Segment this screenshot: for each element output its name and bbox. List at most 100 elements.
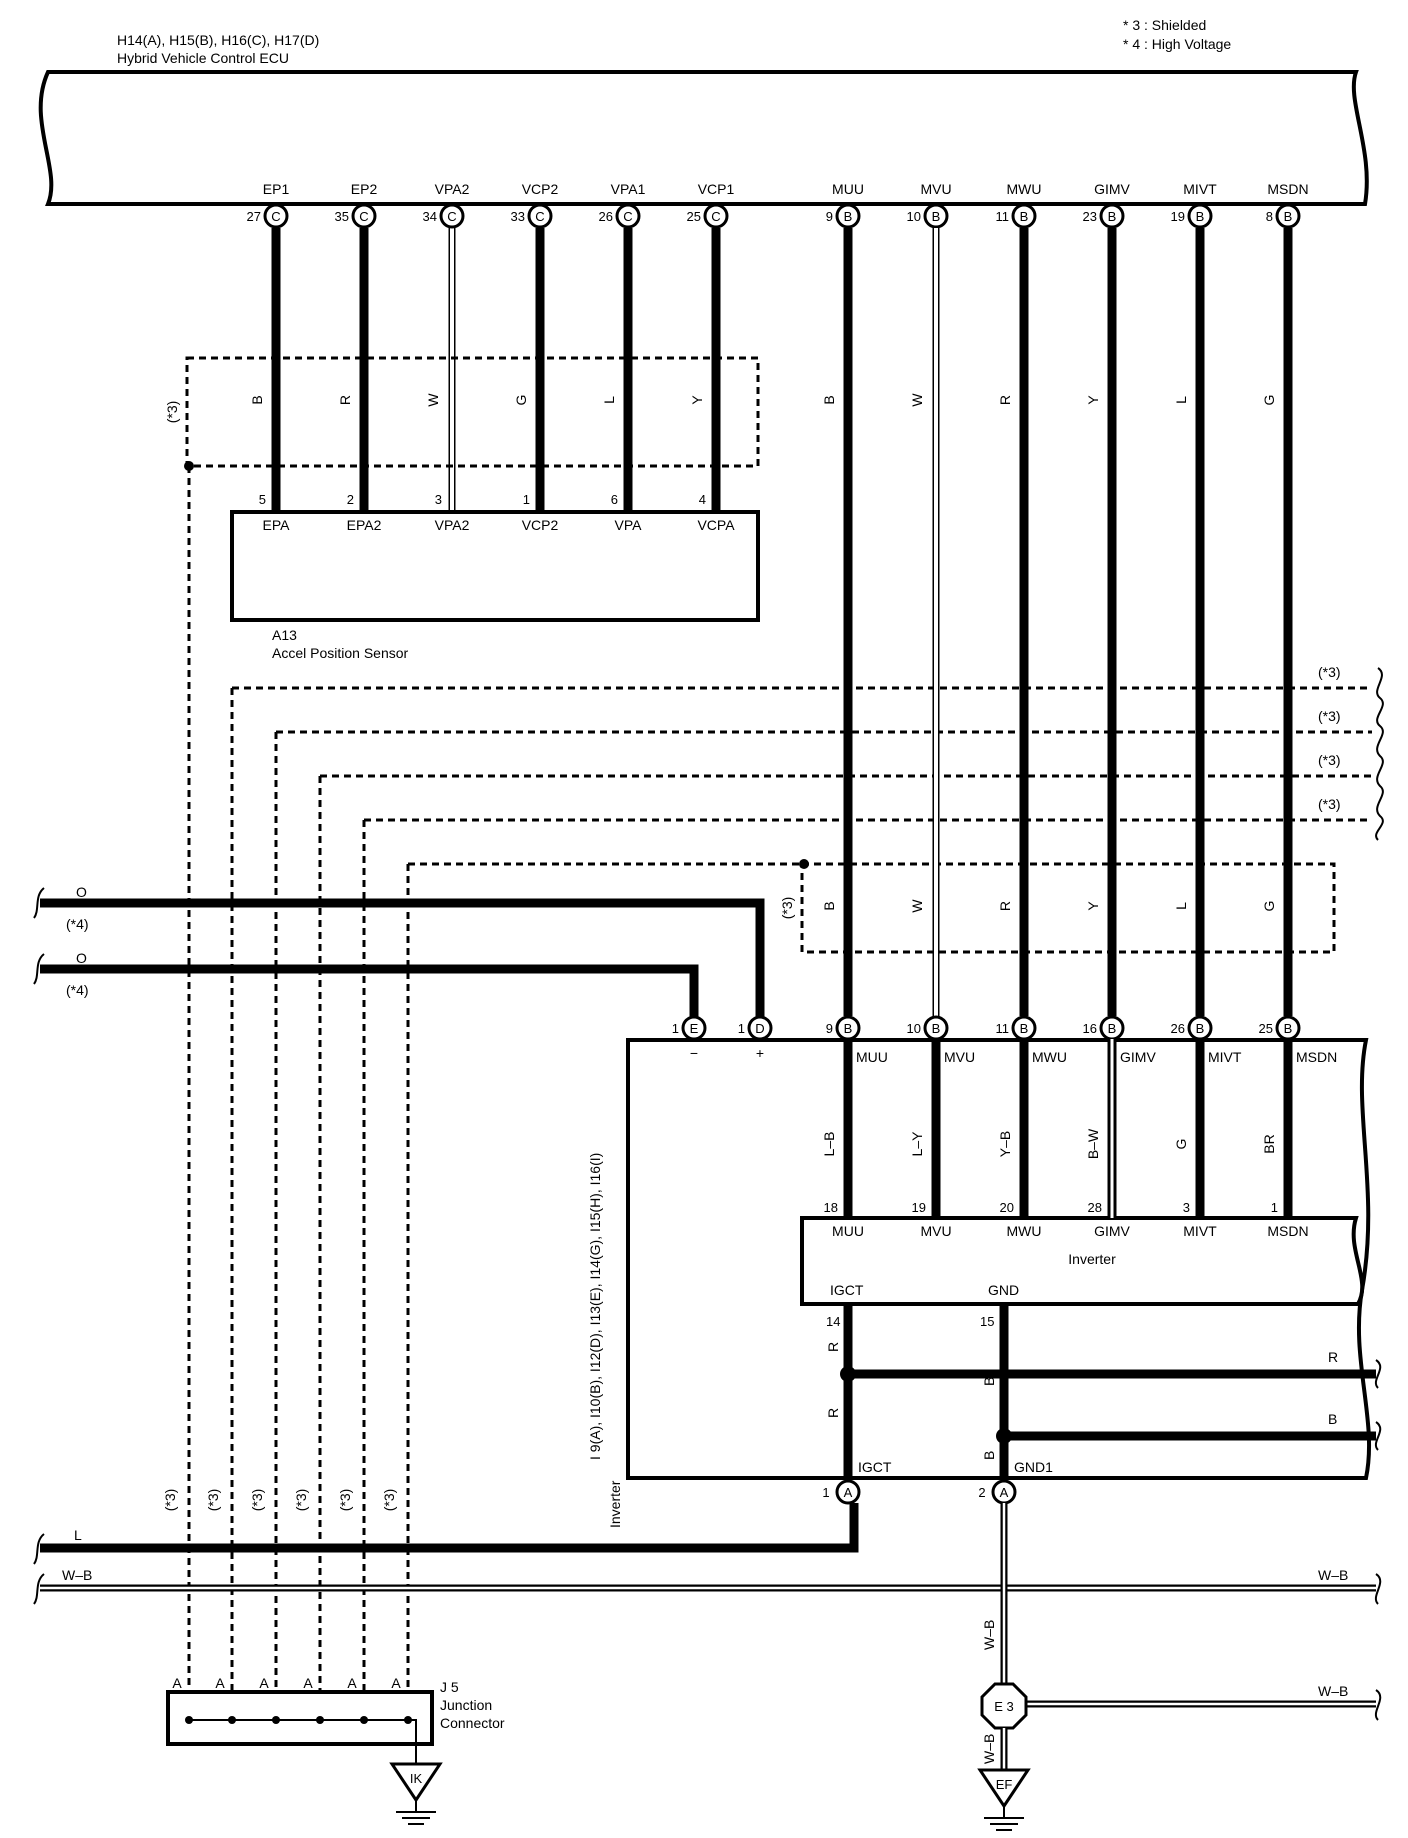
sensor-pin-number: 4 (699, 492, 706, 507)
j5-pin-label: A (259, 1675, 269, 1691)
j5-pin-label: A (391, 1675, 401, 1691)
wire-color-label: B (821, 395, 837, 404)
wb-bus-label-left: W–B (62, 1567, 92, 1583)
wire-color-label: R (997, 395, 1013, 405)
harness-pin-name: MVU (944, 1049, 975, 1065)
drain-shield-mark: (*3) (381, 1489, 397, 1512)
hv-wire-negative (40, 964, 699, 1028)
connector-pin (263, 203, 289, 229)
inverter-gnd-num: 15 (980, 1314, 994, 1329)
wire-color-label: L–B (821, 1132, 837, 1157)
connector-pin-letter: B (1020, 1021, 1029, 1036)
j5-name-1: Junction (440, 1697, 492, 1713)
shield-mark-2: (*3) (1318, 708, 1341, 724)
connector-pin-letter: C (271, 209, 280, 224)
connector-pin (703, 203, 729, 229)
sensor-id: A13 (272, 627, 297, 643)
harness-pin-name: MIVT (1208, 1049, 1242, 1065)
l-wire (40, 1503, 859, 1553)
connector-pin-name: MWU (1007, 181, 1042, 197)
connector-pin-name: VPA1 (611, 181, 646, 197)
shield-break-mark (1375, 667, 1384, 841)
ik-ground-label: IK (410, 1771, 423, 1786)
wb-break-left (33, 1573, 45, 1605)
connector-pin-name: VCP1 (698, 181, 735, 197)
gnd-wire-label-bottom: B (981, 1451, 997, 1460)
connector-pin-number: 25 (1259, 1021, 1273, 1036)
igct-wire-label-bottom: R (825, 1408, 841, 1418)
inverter-pin-number: 28 (1088, 1200, 1102, 1215)
connector-pin-letter: B (1108, 1021, 1117, 1036)
connector-pin-number: 25 (687, 209, 701, 224)
harness-igct-conn: A (844, 1485, 853, 1500)
connector-pin (923, 203, 949, 229)
wire-color-label: L (601, 396, 617, 404)
inverter-pin-number: 20 (1000, 1200, 1014, 1215)
wire-color-label: BR (1261, 1134, 1277, 1153)
connector-pin-name: MSDN (1267, 181, 1308, 197)
connector-pin-name: MVU (920, 181, 951, 197)
connector-pin-letter: E (690, 1021, 699, 1036)
connector-pin-number: 8 (1266, 209, 1273, 224)
drain-shield-mark: (*3) (249, 1489, 265, 1512)
j5-pin-dot (316, 1716, 324, 1724)
connector-pin-letter: B (1196, 1021, 1205, 1036)
hv-mark-2: (*4) (66, 982, 89, 998)
connector-pin-name: EP2 (351, 181, 378, 197)
ef-wire-label: W–B (981, 1734, 997, 1764)
connector-pin-letter: B (1284, 209, 1293, 224)
ecu-connector-list: H14(A), H15(B), H16(C), H17(D) (117, 32, 319, 48)
shield-mark-4: (*3) (1318, 796, 1341, 812)
inverter-pin-name: MIVT (1183, 1223, 1217, 1239)
inverter-box (800, 1216, 1365, 1306)
hv-wire-color-1: O (76, 884, 87, 900)
wire-color-label: Y–B (997, 1131, 1013, 1157)
wire-color-label: B–W (1085, 1128, 1101, 1159)
drain-shield-mark: (*3) (337, 1489, 353, 1512)
sensor-shield-mark: (*3) (164, 401, 180, 424)
wire-color-label: L–Y (909, 1131, 925, 1157)
shield-mark-3: (*3) (1318, 752, 1341, 768)
inverter-gnd-name: GND (988, 1282, 1019, 1298)
wire-color-label: G (1261, 901, 1277, 912)
harness-gnd1-pin: A 2 (978, 1479, 1017, 1505)
harness-igct-name: IGCT (858, 1459, 892, 1475)
connector-pin-letter: C (447, 209, 456, 224)
shield-run-group: (*3) (*3) (*3) (*3) (232, 664, 1384, 866)
hv-break-mark-1 (33, 887, 45, 919)
drain-shield-mark: (*3) (205, 1489, 221, 1512)
r-break-mark (1375, 1359, 1382, 1389)
connector-pin-letter: D (755, 1021, 764, 1036)
inverter-pin-name: MWU (1007, 1223, 1042, 1239)
wire-color-label: W (909, 899, 925, 913)
drain-shield-mark: (*3) (293, 1489, 309, 1512)
wire-color-label: R (337, 395, 353, 405)
legend-shielded: * 3 : Shielded (1123, 17, 1206, 33)
e3-splice (980, 1682, 1028, 1730)
connector-pin-letter: C (359, 209, 368, 224)
accel-position-sensor-box (230, 510, 760, 622)
connector-pin-name: GIMV (1094, 181, 1130, 197)
wire-color-label: Y (1085, 395, 1101, 405)
connector-pin-letter: B (1108, 209, 1117, 224)
connector-pin-letter: B (1284, 1021, 1293, 1036)
wire-color-label: W (425, 393, 441, 407)
wire-color-label: L (1173, 396, 1189, 404)
connector-pin (747, 1015, 773, 1041)
connector-pin-letter: B (932, 209, 941, 224)
wire-color-label: W (909, 393, 925, 407)
connector-pin-number: 35 (335, 209, 349, 224)
connector-pin-letter: B (844, 209, 853, 224)
b-branch-label: B (1328, 1411, 1337, 1427)
sensor-pin-name: VCP2 (522, 517, 559, 533)
r-splice-dot (840, 1366, 856, 1382)
hv-pin-sign: − (690, 1045, 698, 1061)
sensor-pin-name: VPA (615, 517, 643, 533)
drain-mark-group: (*3)(*3)(*3)(*3)(*3)(*3) (162, 1489, 397, 1512)
connector-pin-number: 11 (996, 209, 1010, 224)
connector-pin-number: 27 (247, 209, 261, 224)
harness-pin-name: MUU (856, 1049, 888, 1065)
wb-bus-label-right: W–B (1318, 1567, 1348, 1583)
